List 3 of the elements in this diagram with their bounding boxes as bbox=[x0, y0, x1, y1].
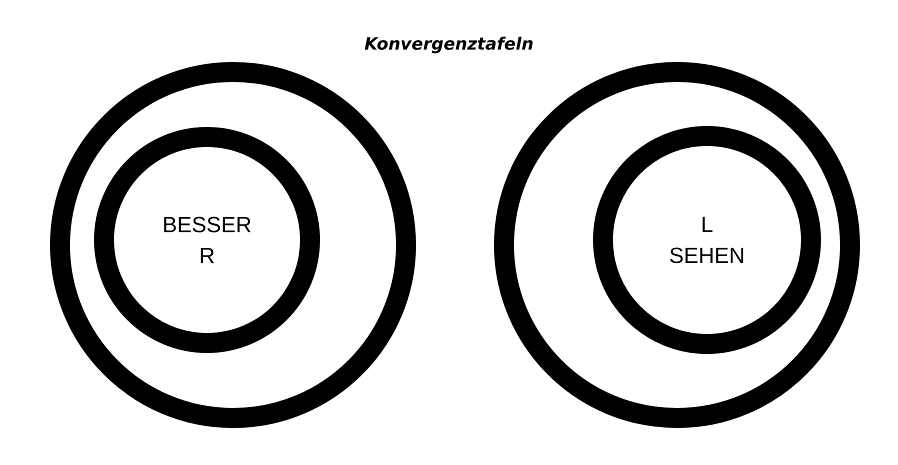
ring-circle bbox=[50, 62, 416, 428]
title: Konvergenztafeln bbox=[364, 36, 533, 54]
ring-circle bbox=[494, 62, 860, 428]
